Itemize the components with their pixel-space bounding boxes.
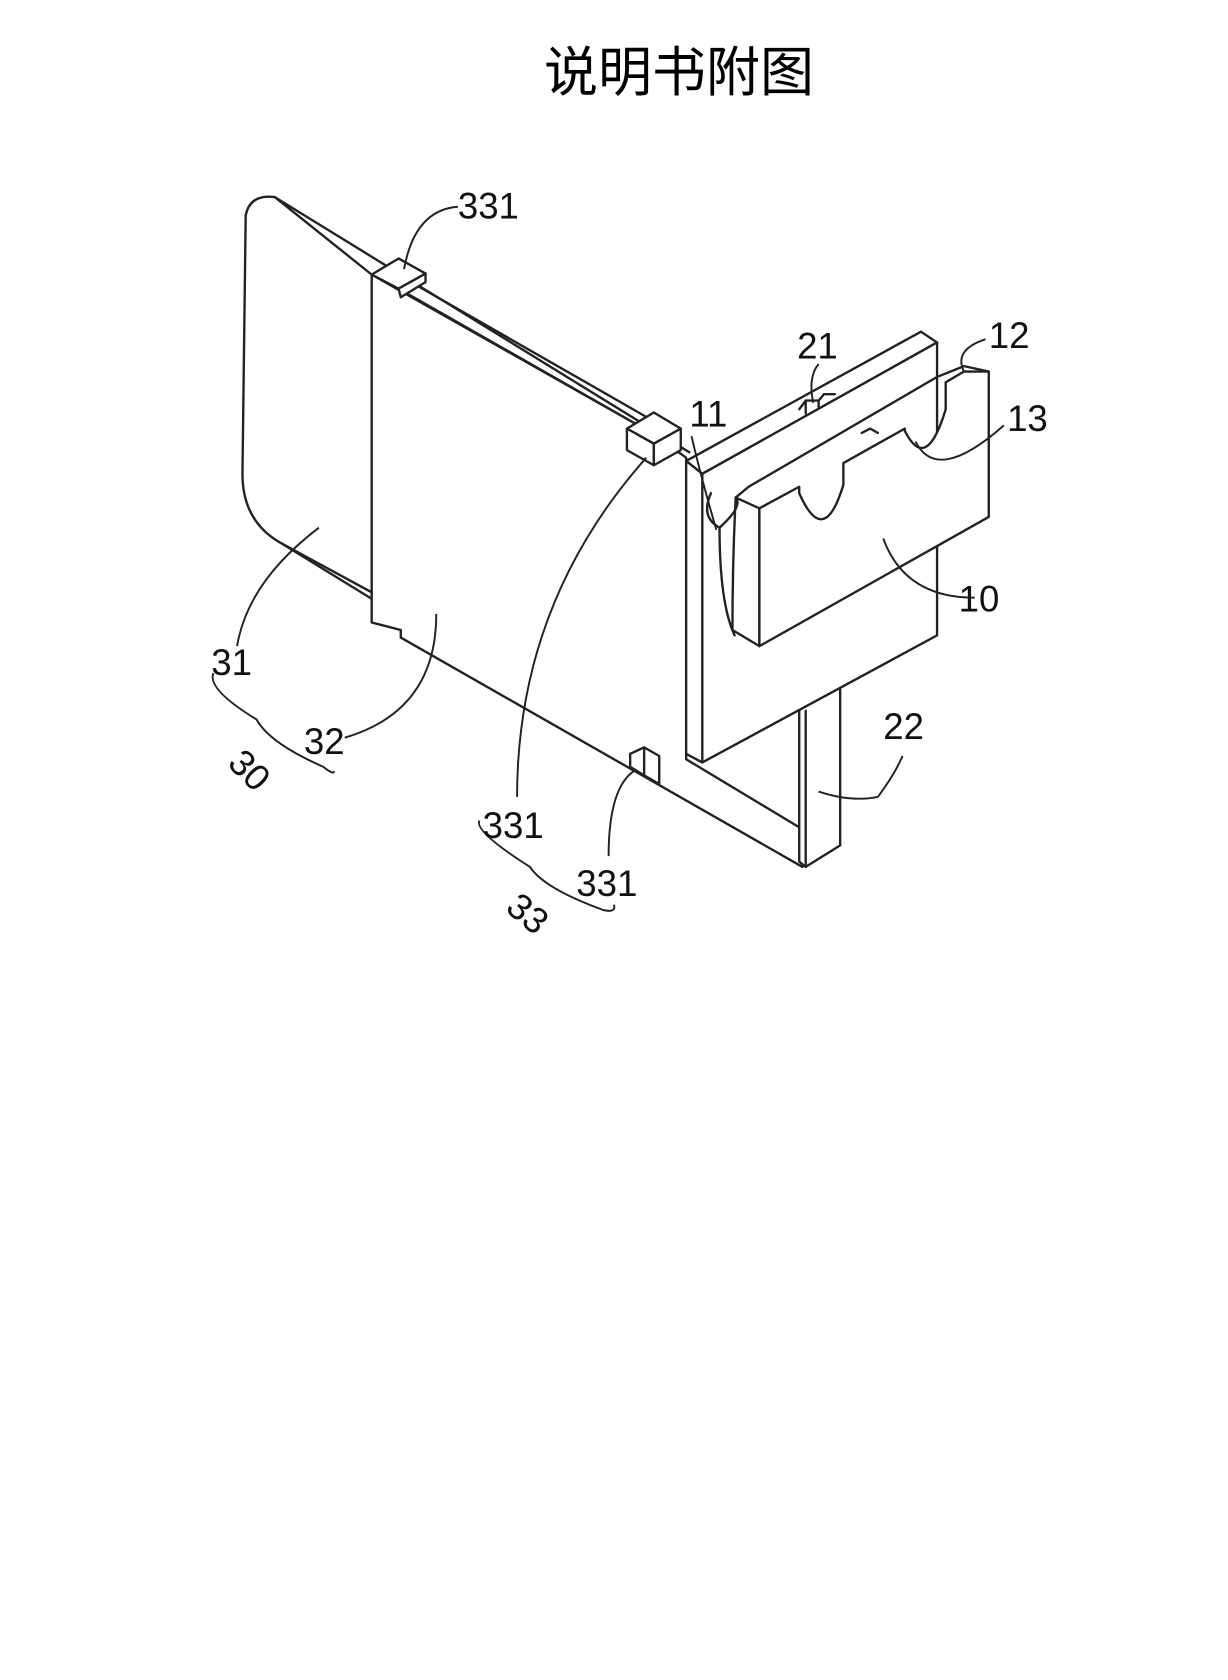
slider-block-331-top [370, 257, 427, 299]
label-30: 30 [221, 741, 279, 799]
label-13: 13 [1007, 398, 1048, 439]
label-331-bottom: 331 [576, 863, 637, 904]
label-33: 33 [499, 885, 557, 943]
block-10 [705, 364, 990, 648]
label-21: 21 [797, 326, 838, 367]
panel-31 [241, 195, 804, 865]
label-11: 11 [689, 393, 727, 434]
label-31: 31 [211, 642, 252, 683]
label-331-top: 331 [458, 186, 519, 227]
label-10: 10 [959, 579, 1000, 620]
label-32: 32 [304, 721, 345, 762]
leader-lines [211, 205, 1005, 912]
slider-block-331-mid [625, 411, 682, 467]
page-title: 说明书附图 [544, 41, 814, 104]
label-12: 12 [989, 315, 1030, 356]
label-331-mid: 331 [483, 805, 544, 846]
slider-block-331-bottom [628, 746, 661, 786]
label-22: 22 [883, 706, 924, 747]
